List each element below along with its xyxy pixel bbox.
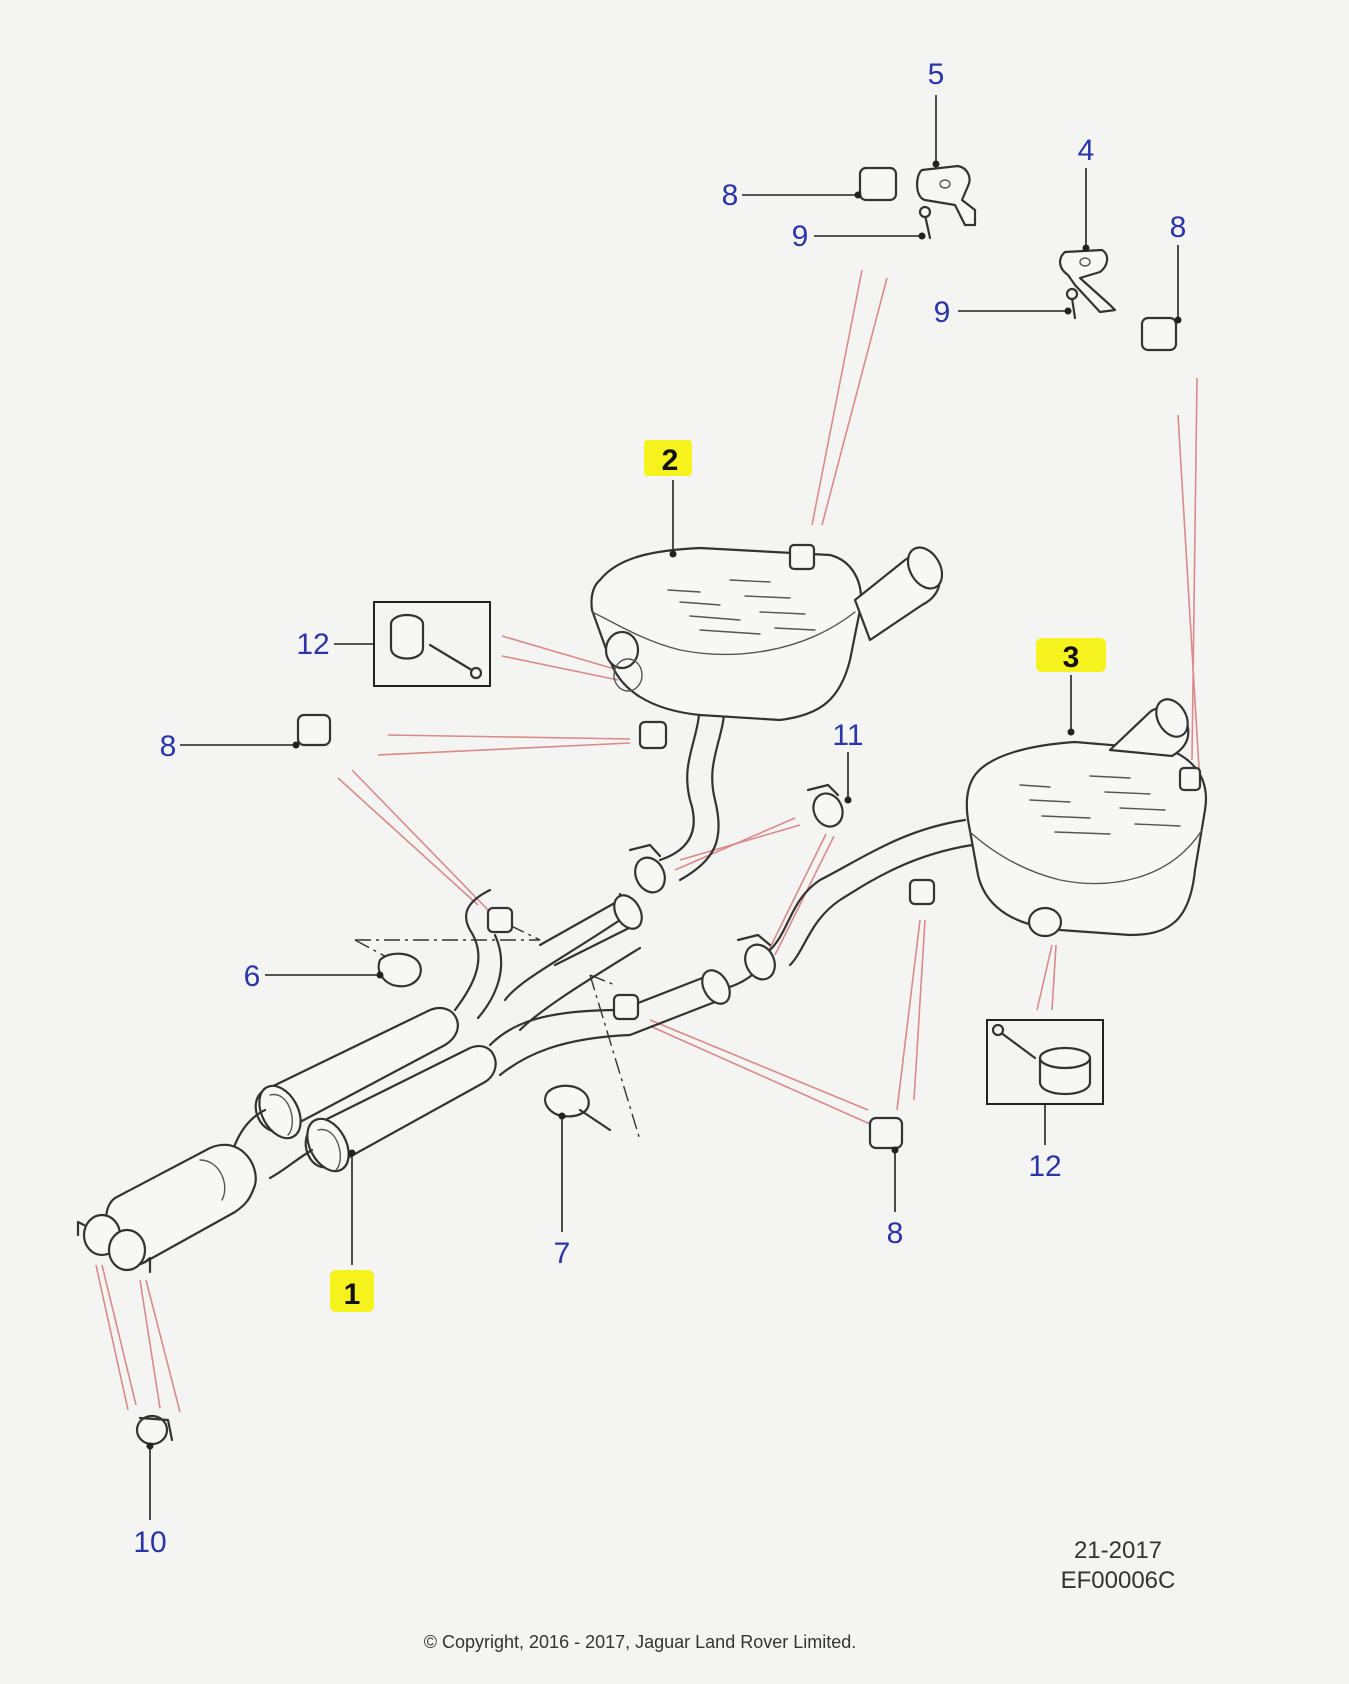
highlight-box-1 (330, 1270, 374, 1312)
hanger-rubber-icon (1140, 316, 1178, 352)
callout-highlights (330, 440, 1106, 1312)
clamp-icon (135, 1414, 174, 1446)
callout-labels: 5 4 8 9 8 9 2 3 12 8 11 6 12 8 7 1 10 (133, 58, 1186, 1559)
callout-2: 2 (662, 444, 679, 477)
front-pipe-assembly (76, 698, 974, 1274)
callout-9: 9 (934, 296, 951, 329)
pipe-clamps (135, 783, 844, 1446)
silencer-left-ribs (667, 579, 816, 635)
hanger-rubber-icon (858, 166, 898, 202)
hanger-rubber-icon (486, 906, 514, 934)
bracket-icon (1059, 248, 1117, 314)
plate-icon (544, 1084, 590, 1118)
callout-8: 8 (887, 1217, 904, 1250)
highlight-box-2 (644, 440, 692, 476)
callout-10: 10 (133, 1526, 166, 1559)
detail-box-bushing-lower (986, 1019, 1104, 1105)
rear-silencer-left (590, 543, 944, 722)
callout-5: 5 (928, 58, 945, 91)
bracket-icon (916, 164, 977, 227)
hanger-rubber-icon (638, 720, 668, 750)
clamp-icon (736, 933, 776, 981)
callout-leaders (146, 95, 1182, 1520)
clamp-icon (628, 843, 666, 894)
bolt-icon (918, 205, 932, 219)
callout-3: 3 (1063, 641, 1080, 674)
detail-box-bushing-upper (373, 601, 491, 687)
diagram-reference: 21-2017 EF00006C (1061, 1537, 1176, 1594)
highlight-box-3 (1036, 638, 1106, 672)
callout-8: 8 (722, 179, 739, 212)
callout-11: 11 (832, 719, 863, 752)
clamp-icon (806, 783, 844, 828)
hanger-rubber-icon (908, 878, 936, 906)
callout-9: 9 (792, 220, 809, 253)
callout-8: 8 (160, 730, 177, 763)
copyright-notice: © Copyright, 2016 - 2017, Jaguar Land Ro… (424, 1632, 857, 1652)
callout-4: 4 (1078, 134, 1095, 167)
bolt-icon (1065, 287, 1079, 301)
callout-7: 7 (554, 1237, 571, 1270)
bolt-icon (469, 666, 483, 680)
hanger-rubber-icon (296, 713, 332, 747)
reference-code: EF00006C (1061, 1567, 1176, 1594)
rubber-hangers (296, 166, 1178, 1150)
callout-12: 12 (1028, 1150, 1061, 1183)
hanger-rubber-icon (612, 993, 640, 1021)
bolt-icon (991, 1023, 1005, 1037)
callout-6: 6 (244, 960, 261, 993)
reference-date: 21-2017 (1074, 1537, 1162, 1564)
brackets (377, 164, 1117, 1132)
callout-12: 12 (296, 628, 329, 661)
silencer-right-ribs (1019, 775, 1181, 835)
callout-1: 1 (344, 1278, 361, 1311)
callout-8: 8 (1170, 211, 1187, 244)
plate-icon (377, 952, 422, 988)
rear-silencer-right (965, 698, 1208, 938)
hanger-rubber-icon (868, 1116, 904, 1150)
